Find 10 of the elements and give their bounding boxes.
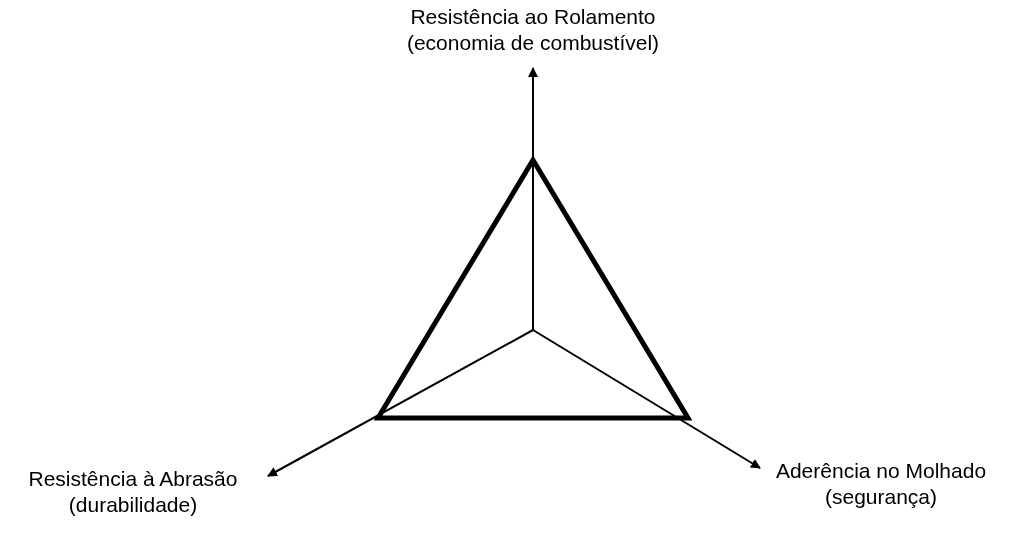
axis-arrow — [267, 329, 534, 477]
axis-sublabel: (segurança) — [823, 484, 939, 510]
axis-label: Aderência no Molhado — [774, 458, 988, 484]
axis-sublabel: (durabilidade) — [67, 492, 199, 518]
axis-sublabel: (economia de combustível) — [405, 30, 661, 56]
axis-label: Resistência ao Rolamento — [409, 4, 657, 30]
axis-label: Resistência à Abrasão — [27, 466, 239, 492]
axis-arrow — [532, 329, 761, 469]
triangle-outline — [373, 155, 693, 421]
axis-arrow — [528, 67, 538, 331]
